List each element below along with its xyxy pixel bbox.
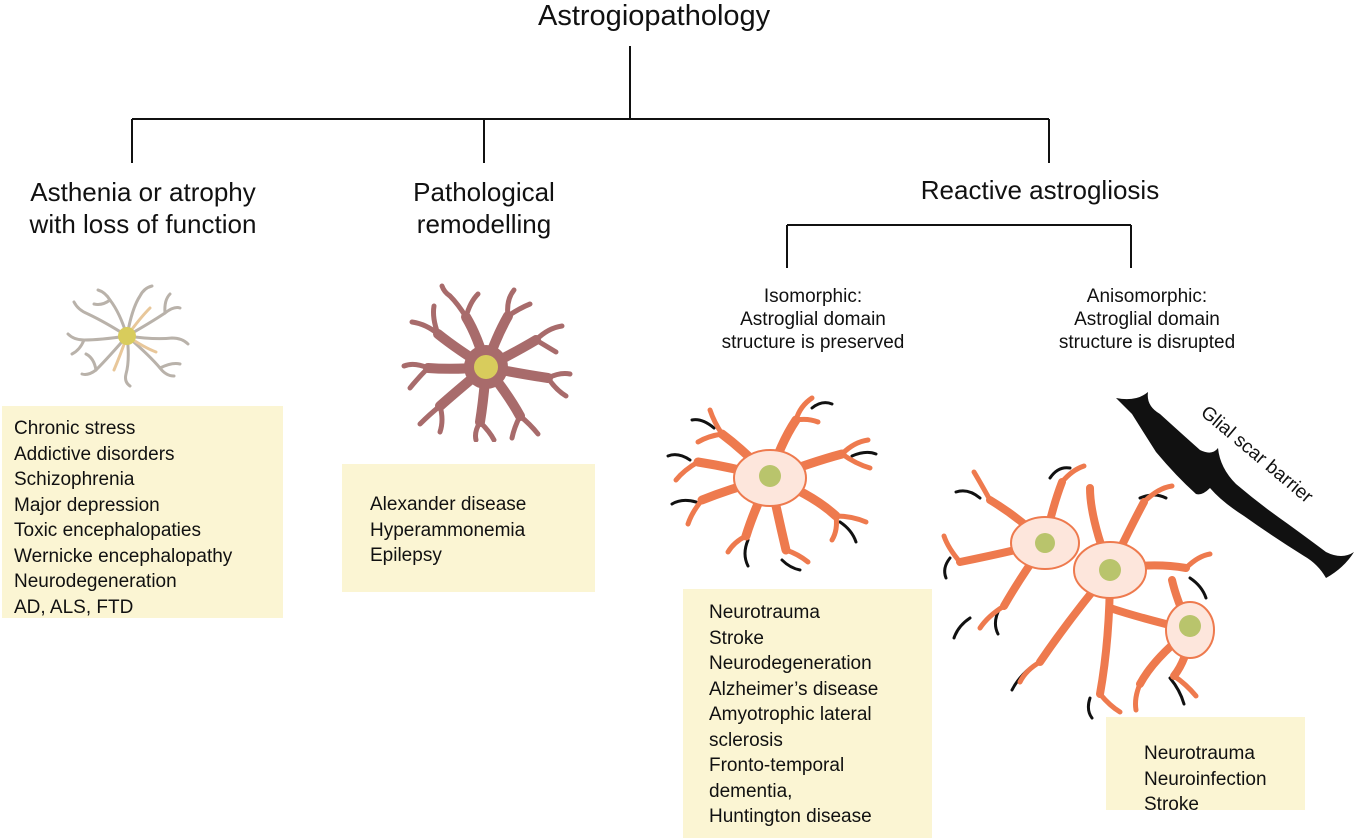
list-item: AD, ALS, FTD xyxy=(14,596,134,618)
list-item: Alexander disease xyxy=(370,494,527,515)
list-item: Addictive disorders xyxy=(14,443,175,465)
glial-scar-barrier-illustration xyxy=(1116,392,1354,578)
anisomorphic-astrocytes-illustration xyxy=(941,463,1215,720)
list-item: Amyotrophic lateral xyxy=(709,704,872,725)
list-item: Wernicke encephalopathy xyxy=(14,545,233,567)
category-asthenia-label: Asthenia or atrophy with loss of functio… xyxy=(29,177,257,239)
category-reactive-label: Reactive astrogliosis xyxy=(920,175,1160,205)
list-item: Epilepsy xyxy=(370,545,442,566)
anisomorphic-disease-list: Neurotrauma Neuroinfection Stroke xyxy=(1106,717,1305,815)
remodelling-disease-list: Alexander disease Hyperammonemia Epileps… xyxy=(342,464,595,592)
list-item: Stroke xyxy=(709,627,764,649)
diagram-title: Astrogiopathology xyxy=(538,0,771,32)
list-item: sclerosis xyxy=(709,729,783,751)
list-item: Huntington disease xyxy=(709,806,872,827)
list-item: Fronto-temporal xyxy=(709,755,845,776)
atrophic-astrocyte-illustration xyxy=(66,284,190,388)
list-item: Stroke xyxy=(1144,794,1199,815)
list-item: Chronic stress xyxy=(14,418,136,439)
asthenia-disease-list: Chronic stress Addictive disorders Schiz… xyxy=(2,406,283,618)
subcategory-isomorphic-label: Isomorphic: Astroglial domain structure … xyxy=(721,286,905,353)
list-item: Alzheimer’s disease xyxy=(709,678,879,700)
isomorphic-disease-list: Neurotrauma Stroke Neurodegeneration Alz… xyxy=(683,589,932,838)
list-item: Schizophrenia xyxy=(14,469,135,490)
category-remodelling-label: Pathological remodelling xyxy=(413,177,555,239)
subcategory-anisomorphic-label: Anisomorphic: Astroglial domain structur… xyxy=(1058,286,1236,353)
list-item: Toxic encephalopaties xyxy=(14,520,201,541)
list-item: Neuroinfection xyxy=(1144,768,1267,790)
isomorphic-astrocyte-illustration xyxy=(666,395,878,572)
list-item: Hyperammonemia xyxy=(370,519,526,541)
list-item: Major depression xyxy=(14,494,160,516)
list-item: Neurotrauma xyxy=(1144,743,1255,764)
list-item: Neurodegeneration xyxy=(709,653,872,674)
list-item: dementia, xyxy=(709,780,793,802)
list-item: Neurodegeneration xyxy=(14,571,177,592)
remodelled-astrocyte-illustration xyxy=(401,283,573,442)
list-item: Neurotrauma xyxy=(709,602,820,623)
